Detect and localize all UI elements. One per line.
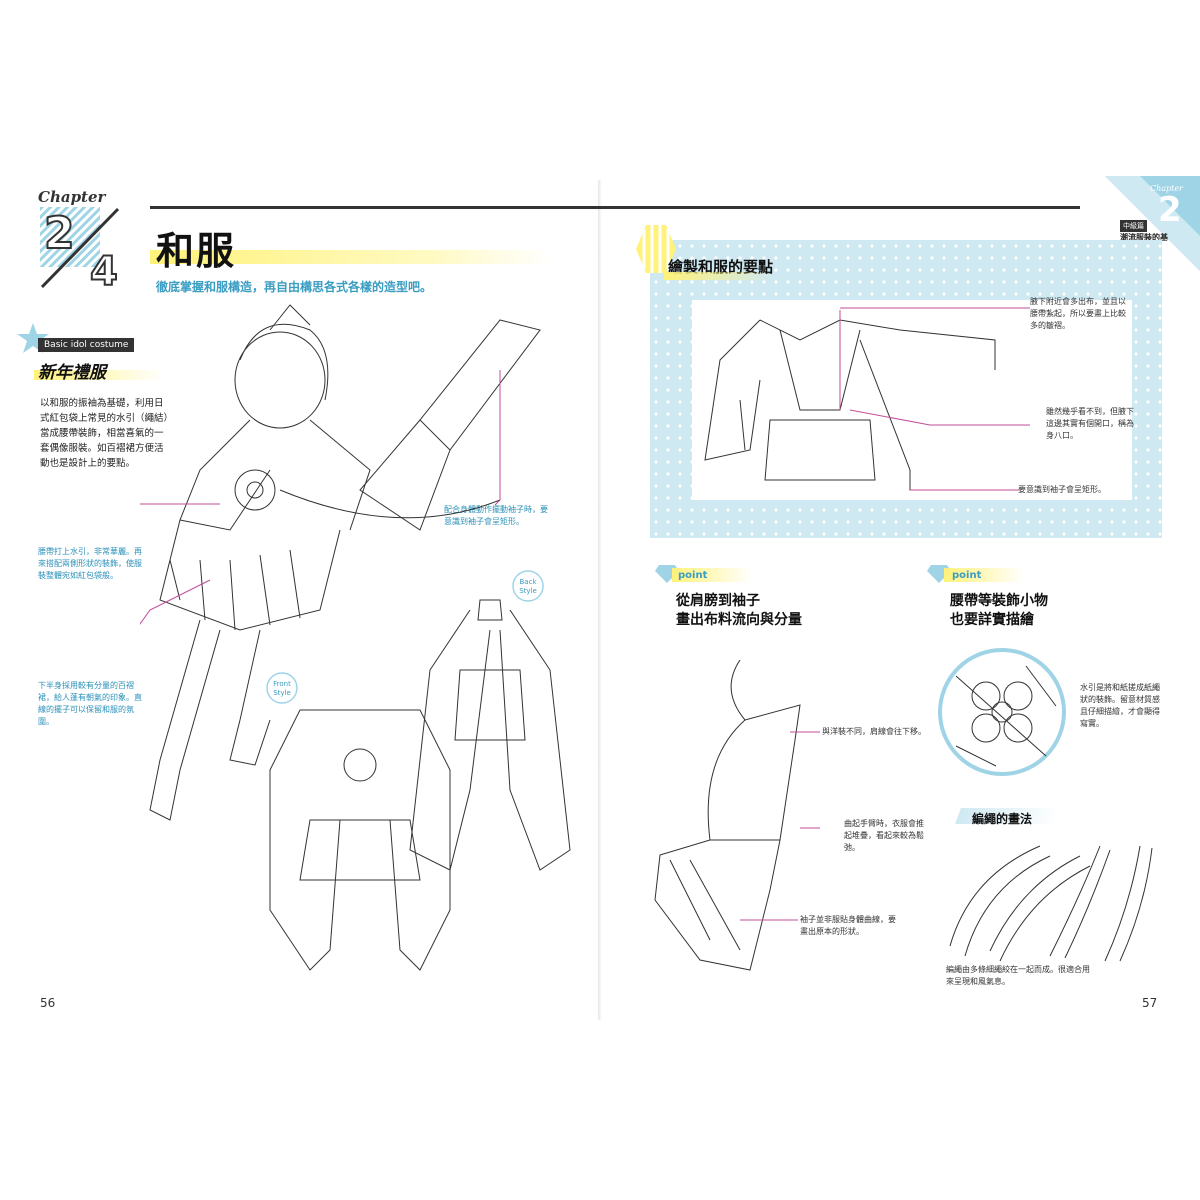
panel-note-sleeve: 要意識到袖子會呈矩形。 bbox=[1018, 485, 1106, 494]
corner-chapter-number: 2 bbox=[1158, 190, 1182, 230]
body-text: 以和服的振袖為基礎，利用日式紅包袋上常見的水引（繩結）當成腰帶裝飾，相當喜氣的一… bbox=[40, 398, 169, 469]
point2-title-line1: 腰帶等裝飾小物 bbox=[950, 593, 1048, 609]
section-highlight bbox=[34, 370, 164, 380]
points-panel-inner bbox=[692, 300, 1132, 500]
panel-title: 繪製和服的要點 bbox=[668, 258, 774, 276]
point2-title-line2: 也要詳實描繪 bbox=[950, 612, 1034, 628]
sleeve-note-elbow: 曲起手臂時，衣服會推起堆疊，看起來較為鬆弛。 bbox=[844, 819, 924, 852]
section-tag: Basic idol costume bbox=[38, 338, 135, 352]
rope-note: 編繩由多條細繩絞在一起而成。很適合用來呈現和風氣息。 bbox=[946, 965, 1090, 986]
sleeve-leader-lines bbox=[740, 731, 820, 921]
note-sleeve-motion: 配合身體動作擺動袖子時，要意識到袖子會呈矩形。 bbox=[444, 505, 548, 526]
section-title: 新年禮服 bbox=[38, 363, 106, 383]
chapter-number-box bbox=[40, 207, 120, 289]
section-number: 4 bbox=[89, 249, 119, 295]
idol-figure-illustration bbox=[149, 304, 541, 821]
point1-title-line2: 畫出布料流向與分量 bbox=[676, 612, 802, 628]
point-highlight bbox=[944, 568, 1024, 582]
chapter-label: Chapter bbox=[38, 188, 106, 206]
page-subtitle: 徹底掌握和服構造，再自由構思各式各樣的造型吧。 bbox=[156, 280, 433, 294]
point1-title-line1: 從肩膀到袖子 bbox=[676, 593, 760, 609]
panel-note-underarm: 腋下附近會多出布，並且以腰帶紮起，所以要畫上比較多的皺褶。 bbox=[1030, 297, 1126, 330]
chapter-corner-tab bbox=[1105, 176, 1200, 271]
corner-tag: 中級篇 bbox=[1120, 220, 1147, 232]
back-style-label: Back Style bbox=[519, 578, 537, 595]
page-gutter bbox=[598, 180, 602, 1020]
mizuhiki-note: 水引是將和紙搓成紙繩狀的裝飾。留意材質感且仔細描繪，才會顯得寫實。 bbox=[1080, 683, 1160, 728]
sleeve-illustration bbox=[654, 660, 801, 971]
page-number-left: 56 bbox=[40, 996, 56, 1010]
front-style-label: Front Style bbox=[273, 680, 291, 697]
sleeve-note-shoulder: 與洋裝不同，肩線會往下移。 bbox=[822, 727, 926, 736]
sleeve-note-bottom: 袖子並非服貼身體曲線，要畫出原本的形狀。 bbox=[800, 915, 896, 936]
rope-illustration bbox=[949, 845, 1153, 962]
title-highlight bbox=[150, 250, 550, 264]
panel-stripe-decoration bbox=[636, 225, 676, 273]
star-icon bbox=[17, 323, 49, 353]
rope-title: 編繩的畫法 bbox=[972, 812, 1033, 826]
chapter-number: 2 bbox=[43, 208, 76, 259]
mizuhiki-closeup bbox=[938, 648, 1066, 776]
corner-chapter-label: Chapter bbox=[1150, 184, 1183, 193]
panel-note-front: 雖然幾乎看不到，但腋下這邊其實有個開口，稱為身八口。 bbox=[1046, 407, 1134, 440]
note-skirt: 下半身採用較有分量的百褶裙，給人蓬有朝氣的印象。直線的擺子可以保留和服的氛圍。 bbox=[38, 681, 142, 726]
front-style-badge bbox=[266, 672, 298, 704]
point-label: point bbox=[952, 570, 982, 581]
page-number-right: 57 bbox=[1142, 996, 1158, 1010]
panel-leader-lines bbox=[839, 307, 1030, 491]
leader-lines bbox=[140, 370, 501, 625]
back-style-badge bbox=[512, 570, 544, 602]
point-highlight bbox=[672, 568, 752, 582]
page-title: 和服 bbox=[156, 229, 237, 273]
point-label: point bbox=[678, 570, 708, 581]
header-rule bbox=[150, 206, 1080, 209]
front-back-costume-illustration bbox=[269, 599, 571, 971]
panel-title-highlight bbox=[664, 272, 774, 280]
note-waist: 腰帶打上水引，非常華麗。再來搭配兩側形狀的裝飾，使服裝整體宛如紅包袋般。 bbox=[38, 547, 142, 580]
